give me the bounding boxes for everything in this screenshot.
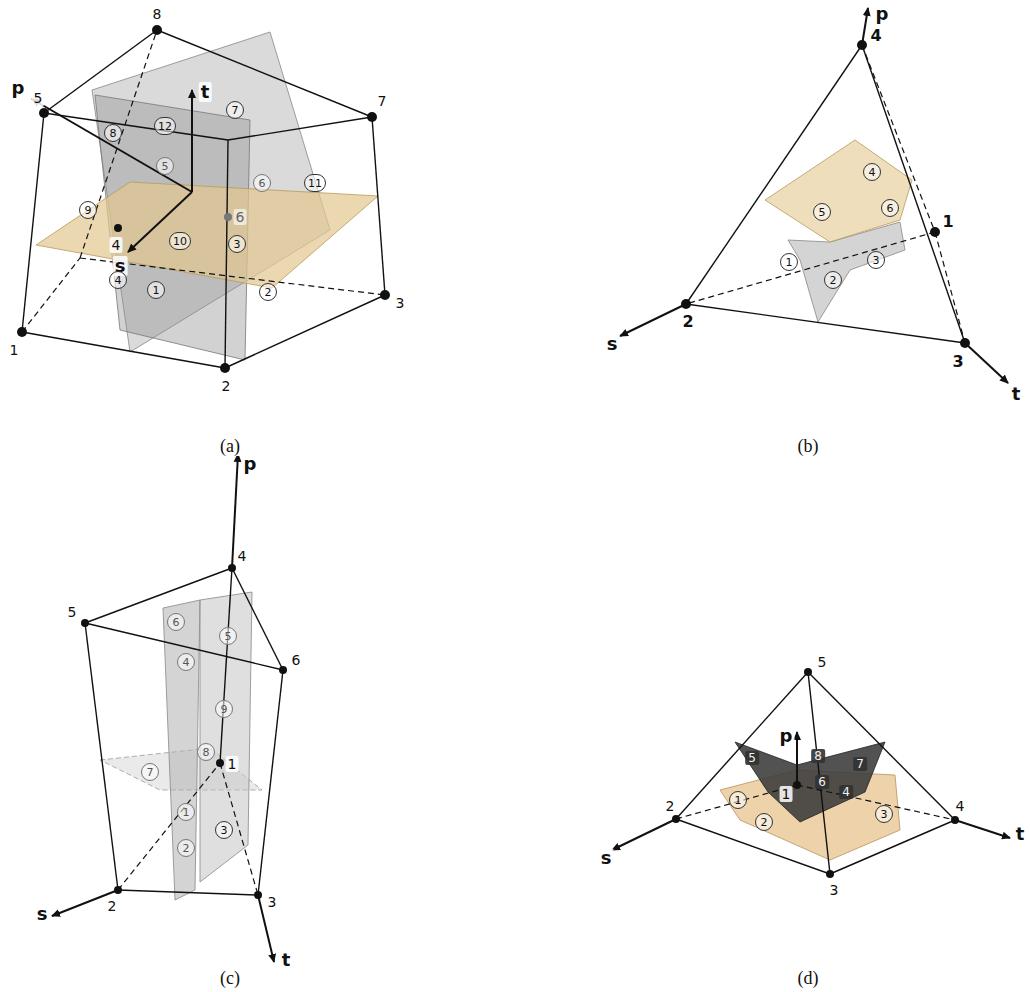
gray-surface bbox=[163, 600, 200, 900]
axes bbox=[52, 454, 274, 962]
vertex-number: 4 bbox=[236, 548, 249, 564]
panel-caption: (a) bbox=[218, 436, 242, 456]
vertex-number: 4 bbox=[868, 27, 883, 45]
region-number: 7 bbox=[141, 763, 159, 781]
hidden-edges bbox=[686, 45, 965, 343]
region-number: 3 bbox=[215, 821, 233, 839]
node-dots bbox=[17, 25, 390, 373]
region-number: 10 bbox=[169, 232, 191, 250]
region-number: 2 bbox=[259, 283, 277, 301]
hidden-edges bbox=[676, 785, 955, 820]
vertex-number: 1 bbox=[780, 786, 793, 802]
region-number: 7 bbox=[226, 101, 244, 119]
region-number: 8 bbox=[104, 124, 122, 142]
tetrahedron-panel bbox=[620, 8, 1008, 383]
node-dots bbox=[672, 668, 959, 878]
region-number: 2 bbox=[755, 813, 773, 831]
vertex-number: 5 bbox=[32, 90, 45, 106]
hidden-edges bbox=[118, 763, 258, 895]
node-dots bbox=[681, 40, 970, 348]
region-number: 4 bbox=[109, 271, 127, 289]
axis-label: s bbox=[605, 334, 620, 354]
element-edges bbox=[85, 568, 283, 895]
vertex-number: 1 bbox=[940, 213, 955, 231]
region-number: 1 bbox=[147, 281, 165, 299]
region-number: 9 bbox=[215, 700, 233, 718]
panel-caption: (c) bbox=[218, 968, 242, 988]
vertex-number: 8 bbox=[151, 6, 164, 22]
vertex-number: 6 bbox=[290, 652, 303, 668]
hidden-edges bbox=[22, 30, 385, 332]
region-number: 3 bbox=[228, 235, 246, 253]
region-number: 5 bbox=[219, 627, 237, 645]
region-number: 5 bbox=[156, 157, 174, 175]
axis-label: s bbox=[35, 904, 50, 924]
axis-label: p bbox=[10, 78, 27, 98]
region-number: 6 bbox=[253, 174, 271, 192]
vertex-number: 1 bbox=[8, 342, 21, 358]
region-number: 1 bbox=[780, 253, 798, 271]
hexahedron-panel bbox=[17, 25, 390, 373]
region-number: 12 bbox=[154, 117, 176, 135]
region-number: 9 bbox=[79, 201, 97, 219]
region-number: 4 bbox=[177, 653, 195, 671]
vertex-number: 4 bbox=[954, 798, 967, 814]
axis-label: t bbox=[1010, 384, 1023, 404]
region-number: 3 bbox=[875, 805, 893, 823]
vertex-number: 2 bbox=[664, 798, 677, 814]
vertex-number: 3 bbox=[266, 894, 279, 910]
vertex-number: 2 bbox=[680, 313, 695, 331]
vertex-number: 1 bbox=[226, 756, 239, 772]
vertex-number: 3 bbox=[828, 882, 841, 898]
vertex-number: 6 bbox=[234, 209, 247, 225]
region-number: 1 bbox=[729, 791, 747, 809]
panel-caption: (d) bbox=[796, 968, 821, 988]
axes bbox=[612, 732, 1010, 850]
axis-label: p bbox=[778, 726, 795, 746]
axis-label: t bbox=[199, 82, 212, 102]
axis-label: t bbox=[280, 950, 293, 970]
element-edges bbox=[686, 45, 965, 343]
axis-label: t bbox=[1014, 824, 1027, 844]
vertex-number: 7 bbox=[376, 93, 389, 109]
region-number: 5 bbox=[813, 203, 831, 221]
region-number: 4 bbox=[839, 785, 853, 799]
region-number: 5 bbox=[745, 751, 759, 765]
region-number: 2 bbox=[824, 271, 842, 289]
gray-surface bbox=[200, 592, 252, 882]
region-number: 6 bbox=[167, 613, 185, 631]
vertex-number: 2 bbox=[106, 898, 119, 914]
node-dots bbox=[81, 564, 287, 899]
region-number: 4 bbox=[863, 163, 881, 181]
region-number: 8 bbox=[811, 749, 825, 763]
pyramid-panel bbox=[612, 668, 1010, 878]
region-number: 11 bbox=[304, 174, 326, 192]
region-number: 7 bbox=[853, 757, 867, 771]
vertex-number: 5 bbox=[66, 604, 79, 620]
region-number: 8 bbox=[197, 743, 215, 761]
axis-label: p bbox=[242, 454, 259, 474]
region-number: 2 bbox=[177, 839, 195, 857]
axes bbox=[620, 8, 1008, 383]
vertex-number: 5 bbox=[816, 654, 829, 670]
vertex-number: 3 bbox=[394, 295, 407, 311]
axis-label: s bbox=[599, 848, 614, 868]
element-edges bbox=[22, 30, 385, 368]
vertex-number: 2 bbox=[220, 378, 233, 394]
dark-surface bbox=[735, 742, 885, 822]
region-number: 3 bbox=[867, 251, 885, 269]
axes bbox=[32, 90, 192, 252]
wedge-panel bbox=[52, 454, 287, 962]
vertex-number: 4 bbox=[110, 237, 123, 253]
element-edges bbox=[676, 672, 955, 874]
vertex-number: 3 bbox=[950, 353, 965, 371]
panel-caption: (b) bbox=[796, 436, 821, 456]
region-number: 6 bbox=[881, 199, 899, 217]
region-number: 6 bbox=[815, 775, 829, 789]
region-number: 1 bbox=[177, 803, 195, 821]
axis-label: p bbox=[874, 4, 891, 24]
